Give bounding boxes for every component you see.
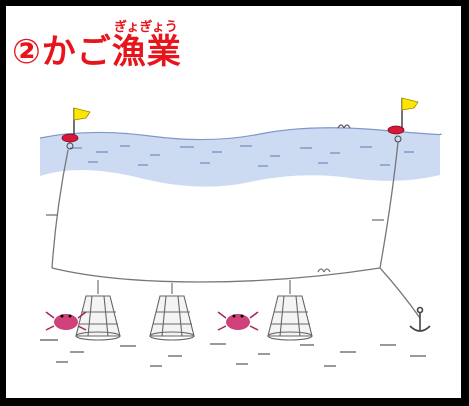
flag-icon [73, 107, 91, 121]
crab-icon [45, 311, 87, 331]
break-mark [337, 124, 351, 129]
trap-icon [149, 283, 195, 341]
title-ruby: ぎょぎょう [114, 20, 178, 35]
seabed [40, 339, 426, 367]
buoy-icon [61, 133, 79, 143]
buoy-icon [387, 125, 405, 135]
left-buoy [61, 107, 91, 150]
page-title: ②かご漁業 [12, 32, 182, 72]
trap-icon [267, 280, 313, 341]
anchor-icon [409, 306, 431, 332]
right-buoy [387, 97, 419, 143]
crab-icon [217, 311, 259, 331]
flag-icon [401, 97, 419, 111]
trap-icon [75, 280, 121, 341]
ropes [46, 141, 421, 319]
sea-surface [39, 127, 442, 187]
